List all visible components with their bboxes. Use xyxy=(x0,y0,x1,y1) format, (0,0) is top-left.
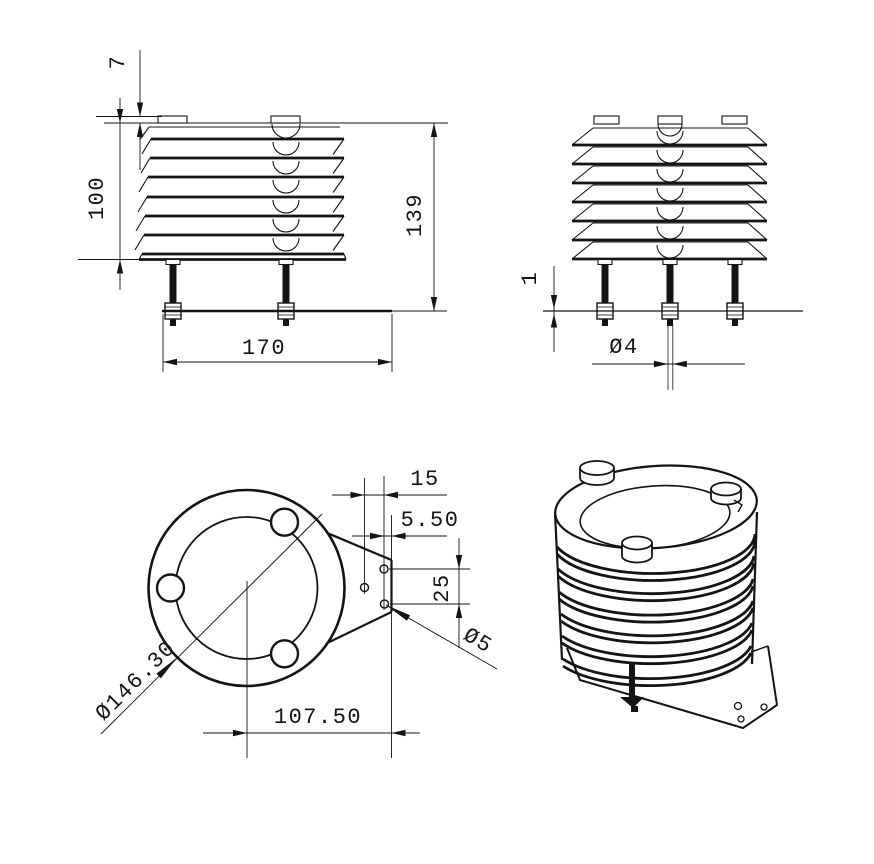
front-left-tab xyxy=(157,115,188,124)
front-bolt-left xyxy=(164,258,182,327)
dim-plan-outer-diameter: Ø146.30 xyxy=(91,636,181,726)
side-view: 1 Ø4 xyxy=(518,115,803,390)
dim-front-louver-height: 100 xyxy=(85,98,124,290)
dim-front-overall-height: 139 xyxy=(403,123,438,311)
iso-top-inset-circle xyxy=(579,484,731,550)
front-right-tab xyxy=(270,115,301,124)
dim-plan-hole-pitch: 15 xyxy=(332,467,447,499)
outer-circle xyxy=(147,488,346,688)
iso-louver-bands xyxy=(553,511,759,688)
front-view: 7 100 139 170 xyxy=(78,50,448,372)
dim-plan-hole-spacing-label: 25 xyxy=(430,573,455,602)
dim-plan-center-to-bracket-label: 107.50 xyxy=(274,705,362,730)
iso-anchor-bolt xyxy=(620,664,644,712)
side-tab-notch-arc xyxy=(657,123,683,137)
side-bolt-center xyxy=(661,258,679,327)
dim-front-tab-height-label: 7 xyxy=(106,55,131,70)
front-center-notch-arcs xyxy=(272,141,300,252)
dim-plan-hole-offset-label: 5.50 xyxy=(401,508,460,533)
dim-plan-hole-diameter: Ø5 xyxy=(385,604,498,670)
iso-cap-nut-2 xyxy=(710,481,743,513)
dim-plan-hole-offset: 5.50 xyxy=(352,508,460,540)
mount-hole-left xyxy=(155,573,186,603)
iso-plate-hole-1 xyxy=(733,701,743,711)
front-tab-notch-arc xyxy=(271,123,301,139)
front-louver-plates xyxy=(134,126,347,261)
bottom-view: 15 5.50 25 Ø5 Ø146.30 107.50 xyxy=(91,467,498,758)
dim-plan-outer-diameter-label: Ø146.30 xyxy=(91,636,181,726)
iso-plate-hole-2 xyxy=(760,703,768,711)
dim-front-louver-height-label: 100 xyxy=(85,176,110,220)
inner-circle xyxy=(174,516,319,660)
dim-front-overall-height-label: 139 xyxy=(403,193,428,237)
iso-cap-nut-3 xyxy=(621,535,653,564)
isometric-view xyxy=(553,460,779,730)
bracket-hole-c xyxy=(379,599,390,609)
dim-front-tab-height: 7 xyxy=(106,50,144,170)
dim-front-base-width: 170 xyxy=(162,314,393,372)
dim-plan-center-to-bracket: 107.50 xyxy=(203,705,420,737)
dim-plan-hole-pitch-label: 15 xyxy=(410,467,439,492)
dim-side-bolt-diameter: Ø4 xyxy=(592,324,745,390)
dim-front-base-width-label: 170 xyxy=(242,336,286,361)
dim-plan-hole-diameter-label: Ø5 xyxy=(459,623,497,659)
iso-cap-nut-1 xyxy=(579,460,615,486)
dim-side-plate-thickness: 1 xyxy=(518,266,558,352)
side-center-tab xyxy=(657,115,683,125)
dim-side-bolt-diameter-label: Ø4 xyxy=(609,335,638,360)
dim-side-plate-thickness-label: 1 xyxy=(518,271,543,286)
side-right-tab xyxy=(721,115,748,125)
side-bolt-right xyxy=(726,258,744,327)
mount-hole-top xyxy=(269,507,300,537)
side-center-notch-arcs xyxy=(656,130,684,259)
iso-plate-hole-3 xyxy=(737,715,745,723)
side-bolt-left xyxy=(596,258,614,327)
mount-hole-bottom xyxy=(269,639,300,669)
dim-plan-hole-spacing: 25 xyxy=(389,538,470,648)
side-left-tab xyxy=(593,115,620,125)
side-louver-plates xyxy=(571,127,768,261)
front-bolt-right xyxy=(277,258,295,327)
diameter-centerline xyxy=(100,513,323,735)
